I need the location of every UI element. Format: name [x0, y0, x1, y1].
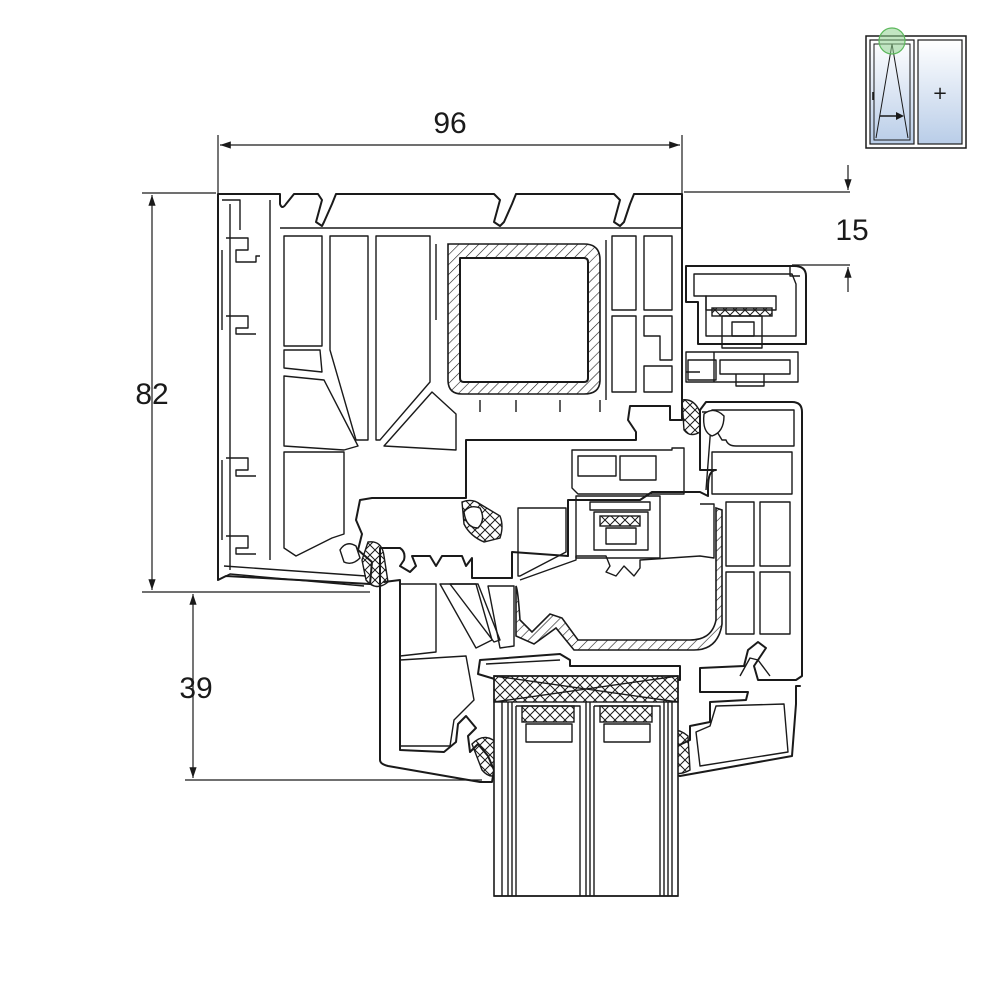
- dimension-width: 96: [217, 107, 683, 195]
- window-type-thumbnail: +: [865, 27, 967, 149]
- dimension-width-label: 96: [433, 107, 466, 140]
- dimension-right-offset: 15: [684, 165, 869, 292]
- fixed-plus-icon: +: [932, 83, 947, 104]
- dimension-height-label: 82: [135, 378, 168, 411]
- dimension-sash-bottom-label: 39: [179, 672, 212, 705]
- dimension-right-offset-label: 15: [835, 214, 868, 247]
- highlight-marker: [878, 27, 906, 55]
- dimension-sash-bottom: 39: [179, 594, 482, 781]
- frame-profile: [217, 193, 683, 588]
- triple-glazing-unit: [493, 675, 679, 897]
- hardware-channel: [685, 265, 807, 387]
- sash-profile: [379, 399, 803, 783]
- dimension-height: 82: [135, 192, 370, 593]
